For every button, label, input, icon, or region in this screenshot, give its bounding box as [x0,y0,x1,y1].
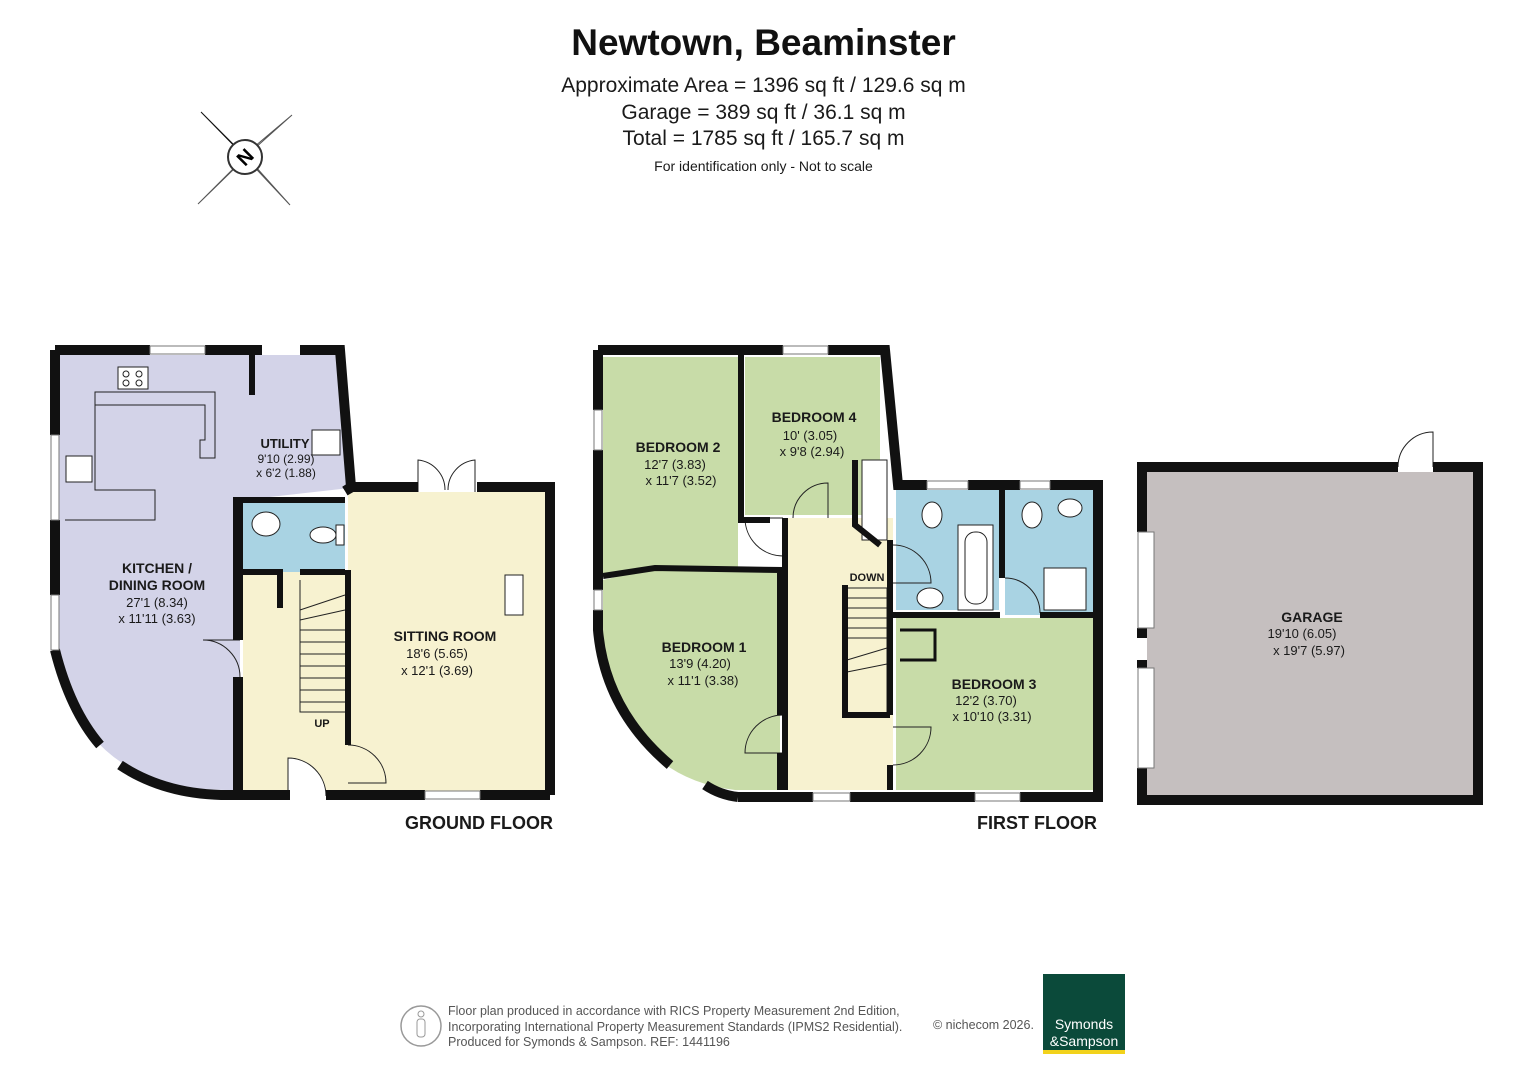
kitchen-dim1: 27'1 (8.34) [126,595,188,610]
garage-name: GARAGE [1281,609,1342,625]
utility-room [243,355,350,500]
ground-floor-label: GROUND FLOOR [405,813,553,833]
person-icon [400,1005,442,1047]
sitting-room-name: SITTING ROOM [394,628,497,644]
garage-plan: GARAGE 19'10 (6.05) x 19'7 (5.97) [1137,431,1483,805]
kitchen-dining-room [57,355,243,790]
ground-floor-plan: KITCHEN / DINING ROOM 27'1 (8.34) x 11'1… [50,345,555,833]
bedroom-3 [896,618,1095,790]
stairs-up-label: UP [314,718,329,730]
sitting-room-dim2: x 12'1 (3.69) [401,663,473,678]
garage-dim2: x 19'7 (5.97) [1273,643,1345,658]
utility-dim2: x 6'2 (1.88) [256,466,316,480]
sitting-room [348,492,546,794]
plan-title: Newtown, Beaminster [571,22,956,63]
logo-accent-bar [1043,1050,1125,1054]
kitchen-name-line2: DINING ROOM [109,577,205,593]
bedroom-3-name: BEDROOM 3 [952,676,1037,692]
entrance-hall [243,572,348,794]
utility-name: UTILITY [260,436,309,451]
bedroom-1-name: BEDROOM 1 [662,639,747,655]
kitchen-dim2: x 11'11 (3.63) [118,611,195,626]
copyright-notice: © nichecom 2026. [933,1018,1034,1032]
footer-line-1: Floor plan produced in accordance with R… [448,1004,900,1018]
bedroom-2-dim1: 12'7 (3.83) [644,457,706,472]
bedroom-1 [603,568,780,790]
bedroom-1-dim2: x 11'1 (3.38) [668,673,739,688]
utility-dim1: 9'10 (2.99) [258,452,315,466]
disclaimer: For identification only - Not to scale [654,158,873,174]
first-floor-plan: BEDROOM 2 12'7 (3.83) x 11'7 (3.52) BEDR… [593,345,1103,833]
garage-dim1: 19'10 (6.05) [1268,626,1337,641]
bedroom-3-dim1: 12'2 (3.70) [955,693,1017,708]
agent-logo: Symonds &Sampson [1043,974,1125,1054]
bedroom-3-dim2: x 10'10 (3.31) [952,709,1031,724]
bedroom-1-dim1: 13'9 (4.20) [669,656,731,671]
garage-room [1147,472,1473,795]
footer-notes: Floor plan produced in accordance with R… [448,1004,902,1051]
footer-line-2: Incorporating International Property Mea… [448,1019,903,1034]
logo-line-2: &Sampson [1043,1033,1125,1049]
bedroom-2-dim2: x 11'7 (3.52) [646,473,717,488]
bedroom-4-dim1: 10' (3.05) [783,428,838,443]
bedroom-4-dim2: x 9'8 (2.94) [780,444,845,459]
sitting-room-dim1: 18'6 (5.65) [406,646,468,661]
approximate-area: Approximate Area = 1396 sq ft / 129.6 sq… [561,74,966,97]
garage-area: Garage = 389 sq ft / 36.1 sq m [621,101,906,124]
logo-line-1: Symonds [1054,1016,1114,1032]
compass-rose-icon: N [197,111,293,206]
footer-line-3: Produced for Symonds & Sampson. REF: 144… [448,1035,730,1049]
bedroom-4-name: BEDROOM 4 [772,409,857,425]
stairs-down-label: DOWN [850,572,885,584]
bedroom-2 [603,357,738,577]
kitchen-name-line1: KITCHEN / [122,560,192,576]
first-floor-label: FIRST FLOOR [977,813,1097,833]
bedroom-2-name: BEDROOM 2 [636,439,721,455]
total-area: Total = 1785 sq ft / 165.7 sq m [622,127,905,150]
